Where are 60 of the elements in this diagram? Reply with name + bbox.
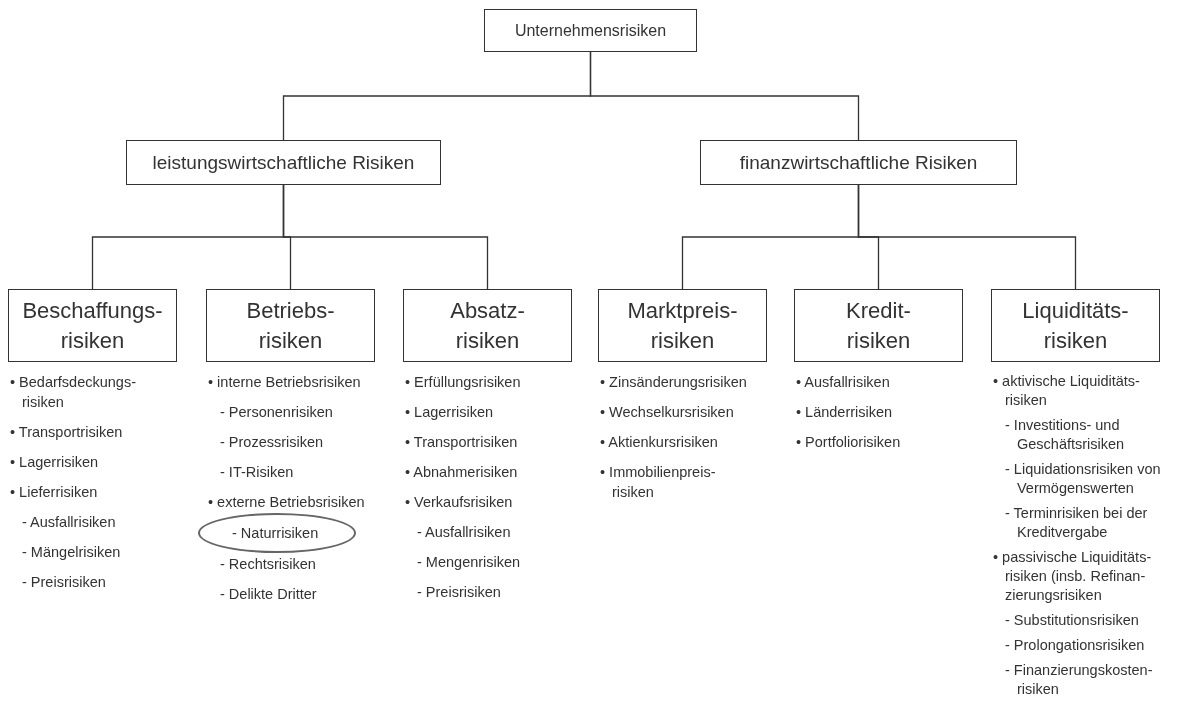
list-item: - IT-Risiken [220, 463, 295, 482]
list-item: • Lieferrisiken [10, 483, 99, 502]
category-box [700, 140, 1017, 185]
list-item: - Mengenrisiken [417, 553, 522, 572]
list-item: - Liquidationsrisiken von Vermögenswerten [1005, 460, 1162, 498]
category-box [126, 140, 441, 185]
list-item: - Terminrisiken bei der Kreditvergabe [1005, 504, 1149, 542]
list-item: - Naturrisiken [232, 524, 319, 543]
list-item: - Preisrisiken [22, 573, 107, 592]
list-item: • Transportrisiken [10, 423, 124, 442]
list-item: • Länderrisiken [796, 403, 894, 422]
box-label: Liquiditäts- risiken [1022, 296, 1129, 355]
list-item: - Delikte Dritter [220, 585, 318, 604]
box-label: Betriebs- risiken [246, 296, 335, 355]
connector-line [282, 184, 489, 290]
category-box [794, 289, 963, 362]
list-item: - Finanzierungskosten- risiken [1005, 661, 1154, 699]
list-item: • Immobilienpreis- risiken [600, 463, 717, 502]
list-item: - Substitutionsrisiken [1005, 611, 1140, 630]
list-item: - Prozessrisiken [220, 433, 325, 452]
box-label: Marktpreis- risiken [627, 296, 738, 355]
list-item: • Ausfallrisiken [796, 373, 891, 392]
list-item: • Abnahmerisiken [405, 463, 519, 482]
connector-line [589, 51, 860, 141]
box-label: Absatz- risiken [450, 296, 525, 355]
list-item: • Bedarfsdeckungs- risiken [10, 373, 137, 412]
box-label: Kredit- risiken [846, 296, 911, 355]
list-item: • externe Betriebsrisiken [208, 493, 366, 512]
list-item: - Ausfallrisiken [417, 523, 512, 542]
list-item: • aktivische Liquiditäts- risiken [993, 372, 1141, 410]
category-box [206, 289, 375, 362]
category-box [991, 289, 1160, 362]
list-item: - Ausfallrisiken [22, 513, 117, 532]
list-item: - Rechtsrisiken [220, 555, 317, 574]
list-item: • Zinsänderungsrisiken [600, 373, 748, 392]
highlight-ellipse [198, 513, 356, 553]
list-item: - Preisrisiken [417, 583, 502, 602]
list-item: • interne Betriebsrisiken [208, 373, 362, 392]
list-item: • Verkaufsrisiken [405, 493, 514, 512]
list-item: - Mängelrisiken [22, 543, 122, 562]
list-item: • Erfüllungsrisiken [405, 373, 522, 392]
box-label: finanzwirtschaftliche Risiken [739, 150, 978, 175]
list-item: - Personenrisiken [220, 403, 334, 422]
list-item: • passivische Liquiditäts- risiken (insb. Refinan- zierungsrisiken [993, 548, 1153, 605]
box-label: Unternehmensrisiken [514, 20, 667, 41]
connector-line [857, 184, 1077, 290]
list-item: • Portfoliorisiken [796, 433, 902, 452]
list-item: • Wechselkursrisiken [600, 403, 735, 422]
category-box [403, 289, 572, 362]
category-box [8, 289, 177, 362]
list-item: • Aktienkursrisiken [600, 433, 719, 452]
list-item: • Transportrisiken [405, 433, 519, 452]
category-box [484, 9, 697, 52]
list-item: - Prolongationsrisiken [1005, 636, 1146, 655]
list-item: - Investitions- und Geschäftsrisiken [1005, 416, 1126, 454]
category-box [598, 289, 767, 362]
list-item: • Lagerrisiken [10, 453, 100, 472]
box-label: leistungswirtschaftliche Risiken [152, 150, 415, 175]
box-label: Beschaffungs- risiken [22, 296, 163, 355]
list-item: • Lagerrisiken [405, 403, 495, 422]
